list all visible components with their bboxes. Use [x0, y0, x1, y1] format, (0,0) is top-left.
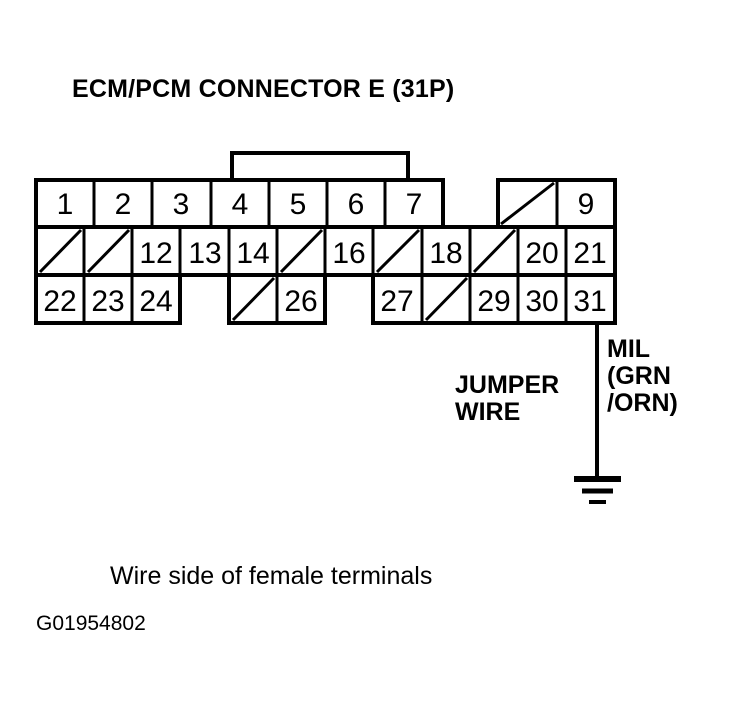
connector-row-2-block: 12 13 14 16 18 20 21 — [34, 225, 617, 277]
pin-label-1: 1 — [57, 188, 74, 221]
connector-row-1-right-block: 9 — [496, 178, 617, 229]
pin-label-5: 5 — [290, 188, 307, 221]
blank-terminal-slash-15 — [279, 228, 324, 274]
pin-label-24: 24 — [139, 285, 172, 318]
pin-label-13: 13 — [188, 237, 221, 270]
pin-label-29: 29 — [477, 285, 510, 318]
connector-locking-tab — [230, 151, 410, 181]
pin-label-31: 31 — [573, 285, 606, 318]
pin-label-6: 6 — [348, 188, 365, 221]
figure-id: G01954802 — [36, 612, 146, 635]
pin-label-4: 4 — [232, 188, 249, 221]
pin-label-3: 3 — [173, 188, 190, 221]
figure-caption: Wire side of female terminals — [110, 562, 433, 590]
pin-label-22: 22 — [43, 285, 76, 318]
blank-terminal-slash-19 — [472, 228, 517, 274]
pin-label-20: 20 — [525, 237, 558, 270]
blank-terminal-slash-17 — [375, 228, 421, 274]
connector-row-1-left-block: 1 2 3 4 5 6 7 — [34, 178, 445, 229]
pin-label-23: 23 — [91, 285, 124, 318]
pin-label-27: 27 — [380, 285, 413, 318]
pin-label-26: 26 — [284, 285, 317, 318]
blank-terminal-slash-8 — [500, 181, 555, 226]
pin-label-9: 9 — [578, 188, 595, 221]
blank-terminal-slash-25 — [231, 276, 276, 322]
ground-symbol — [574, 476, 621, 504]
jumper-wire-label: JUMPER WIRE — [455, 371, 560, 426]
connector-row-3-segment-c: 27 29 30 31 — [371, 273, 617, 325]
pin-label-7: 7 — [406, 188, 423, 221]
mil-wire-label: MIL (GRN /ORN) — [607, 335, 678, 417]
blank-terminal-slash-11 — [86, 228, 131, 274]
figure-title: ECM/PCM CONNECTOR E (31P) — [72, 75, 455, 103]
pin-label-16: 16 — [332, 237, 365, 270]
pin-label-14: 14 — [236, 237, 269, 270]
pin-label-21: 21 — [573, 237, 606, 270]
connector-row-3-segment-b: 26 — [227, 273, 327, 325]
blank-terminal-slash-28 — [424, 276, 469, 322]
pin-label-18: 18 — [429, 237, 462, 270]
pin-label-12: 12 — [139, 237, 172, 270]
blank-terminal-slash-10 — [38, 228, 83, 274]
pin-label-2: 2 — [115, 188, 132, 221]
pin-label-30: 30 — [525, 285, 558, 318]
connector-row-3-segment-a: 22 23 24 — [34, 273, 182, 325]
